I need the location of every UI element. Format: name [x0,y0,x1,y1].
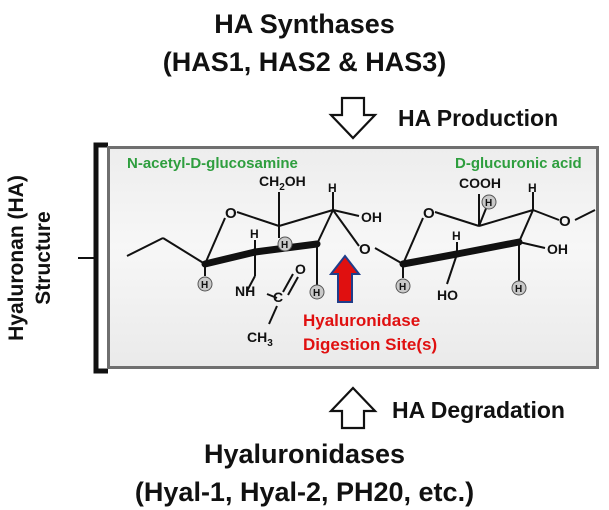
terminal-oxygen: O [559,213,571,230]
circled-h-2: H [277,236,293,252]
svg-text:H: H [485,198,492,209]
svg-text:H: H [313,288,320,299]
right-ring-oxygen: O [423,205,435,222]
circled-h-3: H [309,284,325,300]
link-oxygen: O [359,241,371,258]
digestion-site-label-1: Hyaluronidase [303,311,420,330]
hyaluronan-structure-diagram: N-acetyl-D-glucosamine D-glucuronic acid [126,155,596,354]
circled-hydrogens: H H H H H H [197,194,527,300]
svg-text:H: H [399,282,406,293]
left-ring-oxygen: O [225,205,237,222]
left-h-mid: H [250,227,259,241]
svg-text:H: H [201,280,208,291]
nh-group: NH [235,283,255,299]
circled-h-4: H [395,278,411,294]
ch2oh-group: CH2OH [259,173,306,193]
side-label-line1: Hyaluronan (HA) [5,175,28,341]
synthases-list: (HAS1, HAS2 & HAS3) [162,47,447,77]
circled-h-6: H [511,280,527,296]
hyaluronidases-list: (Hyal-1, Hyal-2, PH20, etc.) [134,477,475,507]
synthases-title: HA Synthases [214,9,395,39]
right-ho: HO [437,287,458,303]
digestion-site-label-2: Digestion Site(s) [303,335,437,354]
svg-text:H: H [281,240,288,251]
left-h-top: H [328,181,337,195]
carbonyl-carbon: C [273,289,283,305]
degradation-label: HA Degradation [392,397,565,423]
circled-h-1: H [197,276,213,292]
right-h-mid: H [452,229,461,243]
production-label: HA Production [398,105,559,131]
side-label-line2: Structure [32,211,55,305]
left-oh: OH [361,209,382,225]
circled-h-5: H [481,194,497,210]
svg-text:H: H [515,284,522,295]
backbone-bonds [126,192,596,325]
structure-bracket [78,142,108,374]
carbonyl-oxygen: O [295,261,306,277]
digestion-site-arrow-icon [328,254,362,303]
left-unit-label: N-acetyl-D-glucosamine [127,155,298,172]
cooh-group: COOH [459,175,501,191]
production-arrow-icon [328,96,378,140]
right-oh: OH [547,241,568,257]
ch3-group: CH3 [247,329,273,349]
structure-panel [107,146,599,369]
hyaluronidases-title: Hyaluronidases [203,439,406,469]
right-h-top: H [528,181,537,195]
degradation-arrow-icon [328,386,378,430]
right-unit-label: D-glucuronic acid [455,155,582,172]
